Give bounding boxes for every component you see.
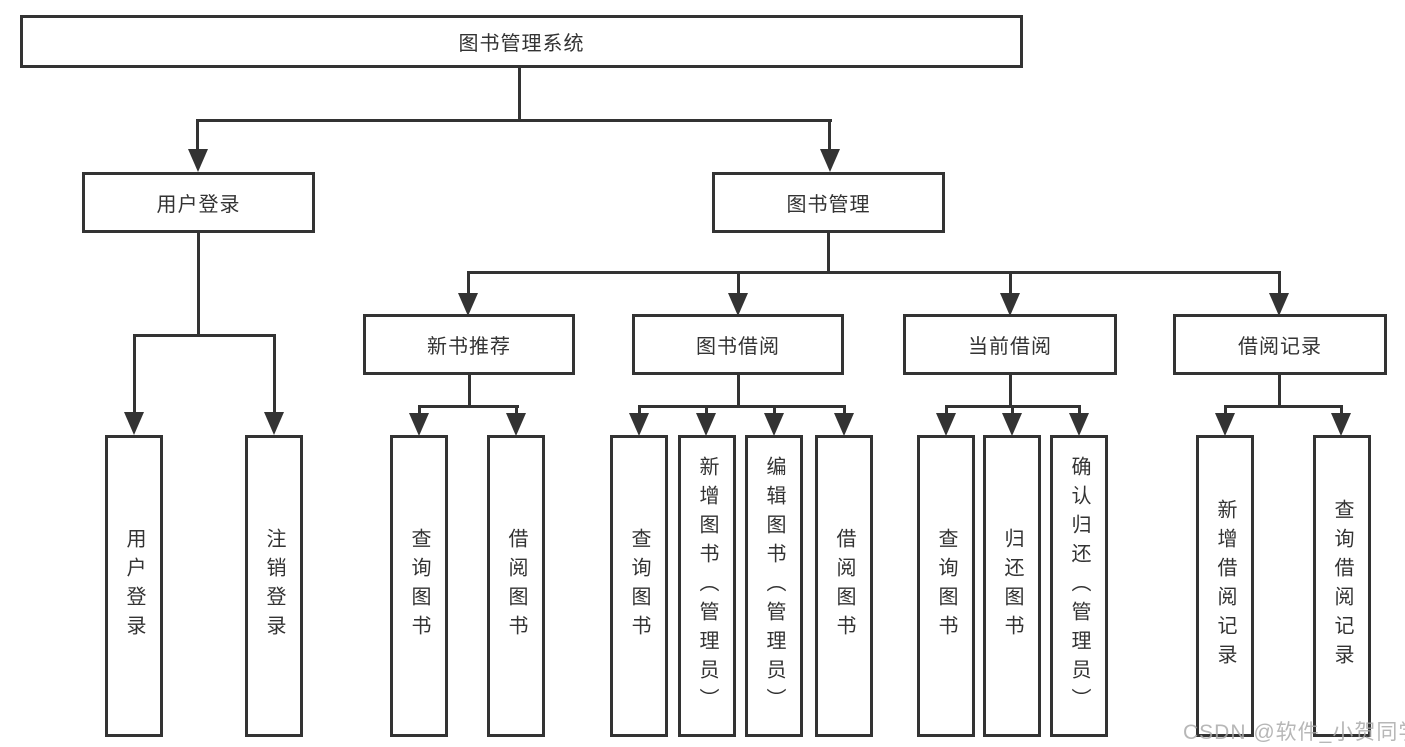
leaf-label: 新增借阅记录: [1214, 499, 1236, 673]
node-label: 图书管理: [786, 194, 871, 216]
connector-line: [705, 405, 708, 416]
leaf-borrow-books-recommend: 借阅图书: [487, 435, 545, 737]
connector-line: [468, 373, 471, 407]
leaf-borrow-books: 借阅图书: [815, 435, 873, 737]
node-user-login: 用户登录: [82, 172, 315, 233]
node-book-management: 图书管理: [712, 172, 945, 233]
arrow-down-icon: [1069, 413, 1089, 436]
connector-line: [843, 405, 846, 416]
connector-line: [1009, 373, 1012, 407]
arrow-down-icon: [764, 413, 784, 436]
leaf-label: 确认归还（管理员）: [1068, 455, 1090, 717]
arrow-down-icon: [458, 293, 478, 316]
connector-line: [418, 405, 421, 416]
leaf-confirm-return-admin: 确认归还（管理员）: [1050, 435, 1108, 737]
arrow-down-icon: [1331, 413, 1351, 436]
connector-line: [828, 119, 831, 150]
connector-line: [467, 271, 1281, 274]
leaf-label: 查询图书: [628, 528, 650, 644]
node-library-management-system: 图书管理系统: [20, 15, 1023, 68]
connector-line: [1340, 405, 1343, 416]
connector-line: [737, 373, 740, 407]
leaf-label: 查询图书: [408, 528, 430, 644]
connector-line: [518, 66, 521, 121]
leaf-add-book-admin: 新增图书（管理员）: [678, 435, 736, 737]
arrow-down-icon: [409, 413, 429, 436]
leaf-query-books-borrow: 查询图书: [610, 435, 668, 737]
arrow-down-icon: [936, 413, 956, 436]
leaf-label: 归还图书: [1001, 528, 1023, 644]
connector-line: [827, 231, 830, 273]
node-new-book-recommendation: 新书推荐: [363, 314, 575, 375]
arrow-down-icon: [629, 413, 649, 436]
connector-line: [1009, 271, 1012, 294]
connector-line: [133, 334, 276, 337]
node-label: 当前借阅: [968, 336, 1052, 358]
node-label: 图书借阅: [696, 336, 780, 358]
node-label: 新书推荐: [427, 336, 511, 358]
connector-line: [1078, 405, 1081, 416]
leaf-return-books: 归还图书: [983, 435, 1041, 737]
connector-line: [197, 231, 200, 336]
leaf-add-borrow-record: 新增借阅记录: [1196, 435, 1254, 737]
node-current-borrowing: 当前借阅: [903, 314, 1117, 375]
arrow-down-icon: [728, 293, 748, 316]
leaf-edit-book-admin: 编辑图书（管理员）: [745, 435, 803, 737]
leaf-query-books-recommend: 查询图书: [390, 435, 448, 737]
arrow-down-icon: [264, 412, 284, 435]
leaf-label: 借阅图书: [505, 528, 527, 644]
leaf-label: 借阅图书: [833, 528, 855, 644]
leaf-label: 用户登录: [123, 528, 145, 644]
node-label: 图书管理系统: [458, 33, 585, 55]
connector-line: [1278, 373, 1281, 407]
connector-line: [196, 119, 199, 150]
node-book-borrowing: 图书借阅: [632, 314, 844, 375]
connector-line: [638, 405, 641, 416]
arrow-down-icon: [696, 413, 716, 436]
csdn-watermark: CSDN @软件_小贺同学: [1183, 721, 1405, 744]
connector-line: [638, 405, 846, 408]
connector-line: [773, 405, 776, 416]
leaf-label: 查询借阅记录: [1331, 499, 1353, 673]
connector-line: [196, 119, 832, 122]
arrow-down-icon: [1269, 293, 1289, 316]
connector-line: [133, 334, 136, 413]
connector-line: [418, 405, 519, 408]
leaf-logout: 注销登录: [245, 435, 303, 737]
leaf-user-login: 用户登录: [105, 435, 163, 737]
arrow-down-icon: [820, 149, 840, 172]
arrow-down-icon: [124, 412, 144, 435]
connector-line: [945, 405, 948, 416]
leaf-query-books-current: 查询图书: [917, 435, 975, 737]
connector-line: [467, 271, 470, 294]
connector-line: [273, 334, 276, 413]
node-label: 借阅记录: [1238, 336, 1322, 358]
connector-line: [737, 271, 740, 294]
connector-line: [1224, 405, 1343, 408]
arrow-down-icon: [1002, 413, 1022, 436]
arrow-down-icon: [1000, 293, 1020, 316]
arrow-down-icon: [834, 413, 854, 436]
connector-line: [1224, 405, 1227, 416]
leaf-label: 编辑图书（管理员）: [763, 455, 785, 717]
leaf-label: 注销登录: [263, 528, 285, 644]
leaf-query-borrow-record: 查询借阅记录: [1313, 435, 1371, 737]
arrow-down-icon: [1215, 413, 1235, 436]
connector-line: [1011, 405, 1014, 416]
node-label: 用户登录: [156, 194, 241, 216]
connector-line: [1278, 271, 1281, 294]
leaf-label: 新增图书（管理员）: [696, 455, 718, 717]
arrow-down-icon: [506, 413, 526, 436]
arrow-down-icon: [188, 149, 208, 172]
node-borrowing-records: 借阅记录: [1173, 314, 1387, 375]
connector-line: [515, 405, 518, 416]
leaf-label: 查询图书: [935, 528, 957, 644]
